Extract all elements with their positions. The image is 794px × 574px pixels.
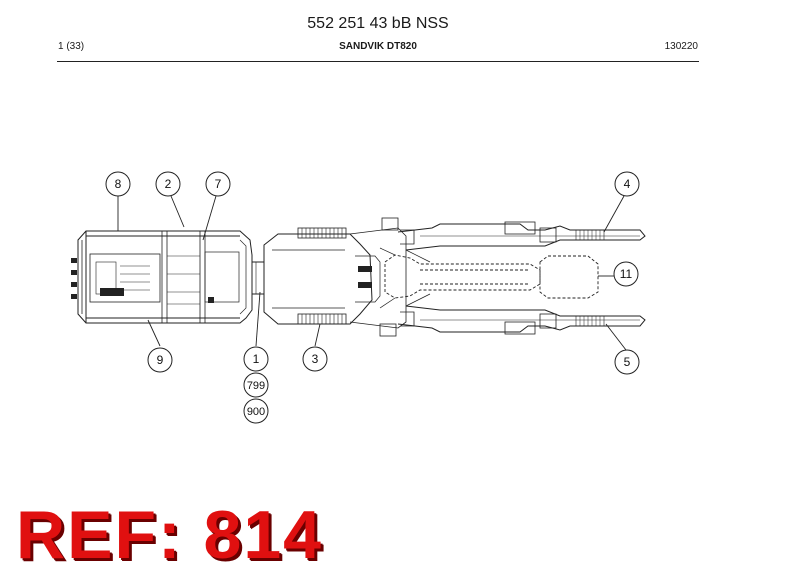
callout-9: 9 [147, 347, 173, 373]
callout-7: 7 [205, 171, 231, 197]
front-carrier [263, 217, 407, 337]
boom-lower [397, 305, 646, 335]
callout-label: 799 [247, 380, 265, 392]
callouts: 8 2 7 4 11 9 1 799 [105, 171, 640, 424]
callout-label: 7 [215, 177, 222, 191]
callout-label: 5 [624, 355, 631, 369]
boom-upper [397, 221, 646, 251]
header-divider [57, 61, 699, 62]
callout-label: 2 [165, 177, 172, 191]
callout-799: 799 [243, 372, 269, 398]
callout-900: 900 [243, 398, 269, 424]
callout-4: 4 [614, 171, 640, 197]
date-code: 130220 [664, 41, 698, 52]
callout-label: 1 [253, 352, 260, 366]
articulation-joint [251, 261, 265, 295]
callout-label: 8 [115, 177, 122, 191]
callout-5: 5 [614, 349, 640, 375]
ref-stamp: REF: 814 [16, 497, 323, 573]
callout-label: 3 [312, 352, 319, 366]
callout-label: 9 [157, 353, 164, 367]
callout-label: 4 [624, 177, 631, 191]
center-boom-dashed [384, 254, 599, 299]
callout-11: 11 [613, 261, 639, 287]
center-boom-cylinders [379, 247, 431, 309]
part-number-title: 552 251 43 bB NSS [307, 15, 449, 32]
leader-lines [117, 195, 627, 351]
callout-label: 11 [620, 267, 633, 281]
callout-8: 8 [105, 171, 131, 197]
model-name: SANDVIK DT820 [339, 41, 417, 52]
callout-3: 3 [302, 346, 328, 372]
page-indicator: 1 (33) [58, 41, 85, 52]
callout-1: 1 [243, 346, 269, 372]
callout-2: 2 [155, 171, 181, 197]
rear-carrier [71, 230, 253, 324]
callout-label: 900 [247, 406, 265, 418]
